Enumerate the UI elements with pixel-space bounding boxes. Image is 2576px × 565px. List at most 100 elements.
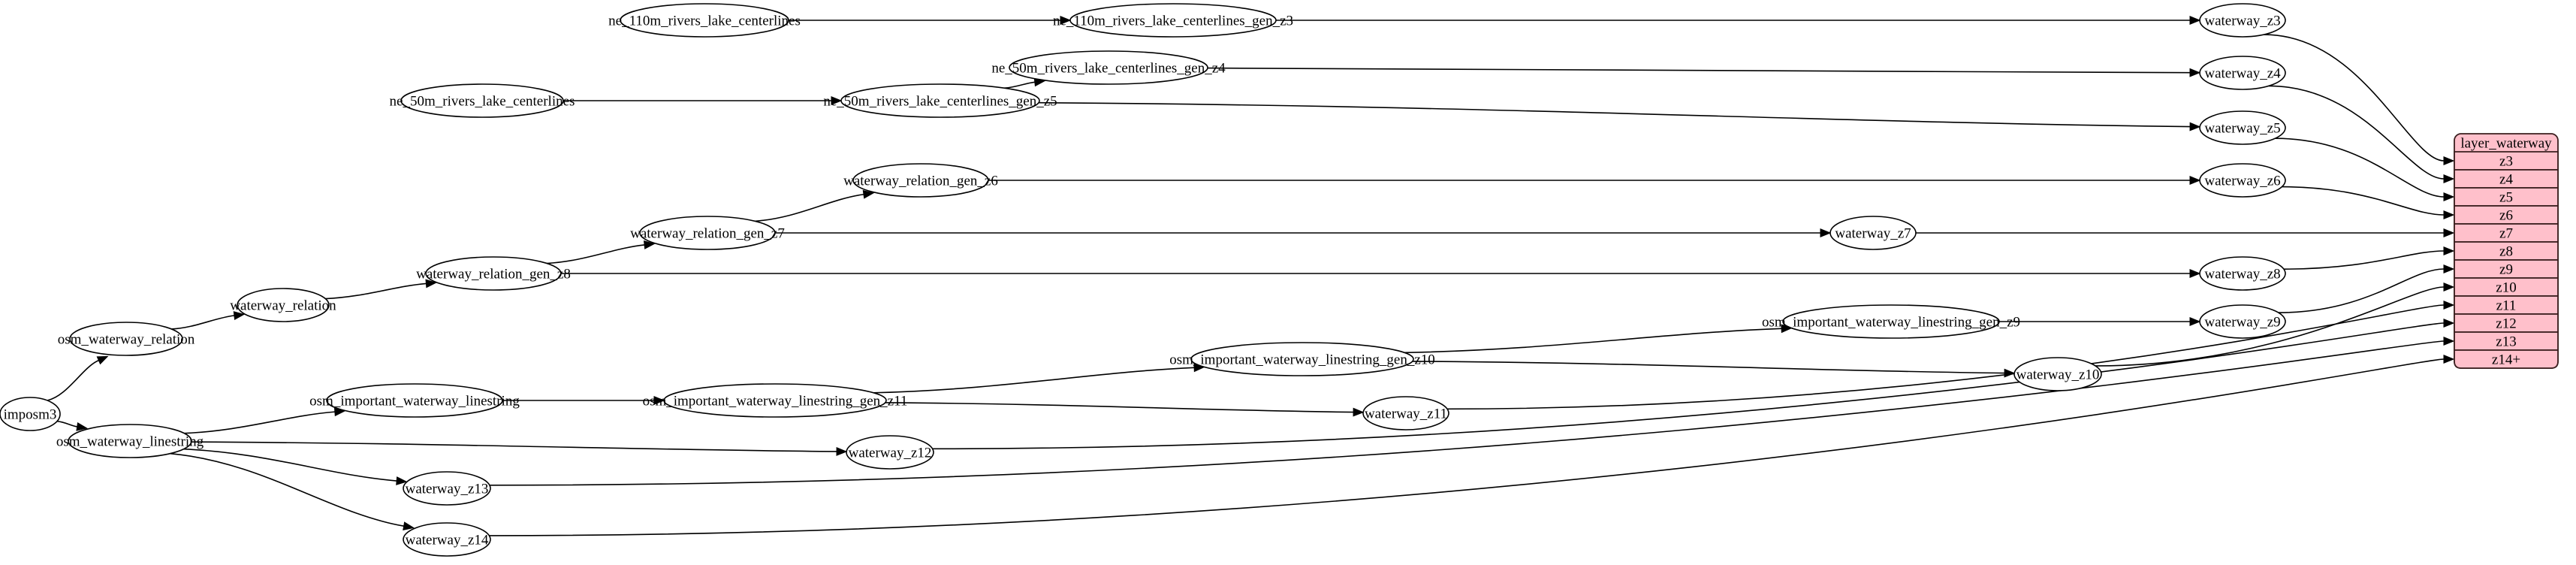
node-ne_50m_rivers_lake_centerlines_gen_z5[interactable]: ne_50m_rivers_lake_centerlines_gen_z5 (823, 83, 1057, 118)
layer-table-row-label-z13: z13 (2496, 334, 2516, 350)
edge-arrowhead (76, 422, 88, 431)
node-label-osm_waterway_relation: osm_waterway_relation (58, 332, 195, 348)
edge-osm_important_waterway_linestring_gen_z10-to-waterway_z10 (1412, 361, 2005, 374)
edge-waterway_z5-to-layer_waterway-z5 (2275, 137, 2445, 198)
node-shape-waterway_z11[interactable] (1362, 396, 1449, 431)
node-shape-waterway_z3[interactable] (2199, 3, 2286, 38)
edge-arrowhead (396, 476, 408, 485)
node-imposm3[interactable]: imposm3 (0, 397, 61, 431)
node-label-waterway_z4: waterway_z4 (2204, 66, 2281, 82)
node-osm_important_waterway_linestring[interactable]: osm_important_waterway_linestring (309, 383, 520, 418)
edge-waterway_z14-to-layer_waterway-z14+ (489, 358, 2445, 536)
node-waterway_z6[interactable]: waterway_z6 (2199, 163, 2286, 198)
edge-imposm3-to-osm_waterway_relation (47, 359, 99, 401)
edge-waterway_z12-to-layer_waterway-z12 (932, 322, 2445, 450)
node-shape-ne_110m_rivers_lake_centerlines[interactable] (620, 3, 789, 38)
layer-table-row-z14+[interactable] (2454, 349, 2559, 369)
edge-arrowhead (2443, 246, 2455, 255)
node-osm_important_waterway_linestring_gen_z11[interactable]: osm_important_waterway_linestring_gen_z1… (643, 383, 908, 418)
node-label-waterway_relation_gen_z8: waterway_relation_gen_z8 (416, 267, 571, 282)
node-shape-waterway_z8[interactable] (2199, 256, 2286, 291)
node-shape-waterway_relation_gen_z8[interactable] (425, 256, 562, 291)
edge-arrowhead (2443, 228, 2455, 237)
node-osm_important_waterway_linestring_gen_z10[interactable]: osm_important_waterway_linestring_gen_z1… (1169, 342, 1435, 376)
node-shape-waterway_z9[interactable] (2199, 304, 2286, 339)
node-shape-waterway_z6[interactable] (2199, 163, 2286, 198)
edge-arrowhead (2443, 282, 2455, 292)
node-waterway_relation_gen_z6[interactable]: waterway_relation_gen_z6 (843, 163, 998, 198)
edge-arrowhead (2004, 368, 2016, 378)
edge-arrowhead (2189, 176, 2201, 185)
node-shape-osm_important_waterway_linestring_gen_z10[interactable] (1190, 342, 1414, 376)
node-shape-waterway_relation[interactable] (237, 288, 330, 322)
node-shape-waterway_z13[interactable] (403, 471, 491, 506)
edge-osm_waterway_linestring-to-osm_important_waterway_linestring (184, 411, 335, 434)
edge-arrowhead (862, 189, 875, 199)
node-ne_110m_rivers_lake_centerlines[interactable]: ne_110m_rivers_lake_centerlines (608, 3, 801, 38)
node-waterway_z10[interactable]: waterway_z10 (2013, 357, 2102, 391)
node-waterway_z3[interactable]: waterway_z3 (2199, 3, 2286, 38)
edge-waterway_relation_gen_z8-to-waterway_relation_gen_z7 (547, 244, 645, 264)
node-label-ne_110m_rivers_lake_centerlines: ne_110m_rivers_lake_centerlines (608, 14, 801, 29)
edge-osm_waterway_linestring-to-waterway_z12 (191, 441, 837, 452)
layer-table-row-label-z11: z11 (2496, 298, 2517, 314)
node-ne_50m_rivers_lake_centerlines_gen_z4[interactable]: ne_50m_rivers_lake_centerlines_gen_z4 (991, 50, 1226, 85)
node-shape-osm_waterway_relation[interactable] (69, 322, 183, 356)
edge-waterway_z10-to-layer_waterway-z10 (2095, 286, 2445, 367)
node-shape-osm_important_waterway_linestring_gen_z11[interactable] (663, 383, 887, 418)
node-shape-waterway_z12[interactable] (846, 435, 934, 470)
node-shape-waterway_z4[interactable] (2199, 56, 2286, 90)
node-waterway_relation[interactable]: waterway_relation (230, 288, 336, 322)
edge-arrowhead (2443, 319, 2455, 328)
edge-imposm3-to-osm_waterway_linestring (56, 420, 77, 428)
edge-arrowhead (2443, 174, 2455, 183)
node-shape-waterway_z5[interactable] (2199, 110, 2286, 145)
edge-arrowhead (1060, 16, 1072, 25)
edge-waterway_z9-to-layer_waterway-z9 (2278, 268, 2445, 313)
node-shape-ne_110m_rivers_lake_centerlines_gen_z3[interactable] (1069, 3, 1277, 38)
edges-layer (47, 16, 2455, 536)
node-label-waterway_relation: waterway_relation (230, 298, 336, 314)
node-osm_waterway_relation[interactable]: osm_waterway_relation (58, 322, 195, 356)
edge-arrowhead (96, 355, 109, 365)
node-shape-ne_50m_rivers_lake_centerlines[interactable] (400, 83, 564, 118)
node-ne_110m_rivers_lake_centerlines_gen_z3[interactable]: ne_110m_rivers_lake_centerlines_gen_z3 (1053, 3, 1293, 38)
node-label-waterway_z13: waterway_z13 (406, 482, 489, 497)
node-shape-waterway_z10[interactable] (2013, 357, 2102, 391)
node-shape-waterway_relation_gen_z7[interactable] (639, 216, 776, 250)
node-waterway_z5[interactable]: waterway_z5 (2199, 110, 2286, 145)
edge-waterway_relation-to-waterway_relation_gen_z8 (325, 282, 427, 300)
node-shape-waterway_relation_gen_z6[interactable] (852, 163, 989, 198)
node-shape-ne_50m_rivers_lake_centerlines_gen_z5[interactable] (840, 83, 1040, 118)
node-shape-osm_waterway_linestring[interactable] (68, 424, 192, 458)
node-waterway_z14[interactable]: waterway_z14 (403, 522, 491, 557)
node-waterway_z7[interactable]: waterway_z7 (1829, 216, 1917, 250)
node-waterway_z8[interactable]: waterway_z8 (2199, 256, 2286, 291)
node-shape-ne_50m_rivers_lake_centerlines_gen_z4[interactable] (1009, 50, 1208, 85)
node-shape-osm_important_waterway_linestring_gen_z9[interactable] (1782, 304, 2000, 339)
node-waterway_z9[interactable]: waterway_z9 (2199, 304, 2286, 339)
node-shape-waterway_z7[interactable] (1829, 216, 1917, 250)
node-ne_50m_rivers_lake_centerlines[interactable]: ne_50m_rivers_lake_centerlines (390, 83, 575, 118)
node-waterway_z12[interactable]: waterway_z12 (846, 435, 934, 470)
edge-arrowhead (2189, 122, 2201, 131)
node-label-osm_waterway_linestring: osm_waterway_linestring (56, 434, 204, 450)
node-osm_waterway_linestring[interactable]: osm_waterway_linestring (56, 424, 204, 458)
edge-ne_50m_rivers_lake_centerlines_gen_z4-to-waterway_z4 (1207, 67, 2191, 74)
node-waterway_relation_gen_z7[interactable]: waterway_relation_gen_z7 (630, 216, 785, 250)
node-osm_important_waterway_linestring_gen_z9[interactable]: osm_important_waterway_linestring_gen_z9 (1762, 304, 2020, 339)
edge-ne_50m_rivers_lake_centerlines_gen_z5-to-waterway_z5 (1038, 101, 2191, 128)
node-waterway_z11[interactable]: waterway_z11 (1362, 396, 1449, 431)
node-shape-osm_important_waterway_linestring[interactable] (326, 383, 503, 418)
edge-waterway_z11-to-layer_waterway-z11 (1447, 304, 2445, 410)
node-waterway_z4[interactable]: waterway_z4 (2199, 56, 2286, 90)
node-label-waterway_z6: waterway_z6 (2204, 174, 2280, 189)
node-label-ne_50m_rivers_lake_centerlines_gen_z4: ne_50m_rivers_lake_centerlines_gen_z4 (991, 61, 1226, 77)
node-shape-imposm3[interactable] (0, 397, 61, 431)
edge-arrowhead (2443, 192, 2455, 201)
node-waterway_z13[interactable]: waterway_z13 (403, 471, 491, 506)
node-waterway_relation_gen_z8[interactable]: waterway_relation_gen_z8 (416, 256, 571, 291)
node-shape-waterway_z14[interactable] (403, 522, 491, 557)
node-label-ne_50m_rivers_lake_centerlines: ne_50m_rivers_lake_centerlines (390, 94, 575, 110)
